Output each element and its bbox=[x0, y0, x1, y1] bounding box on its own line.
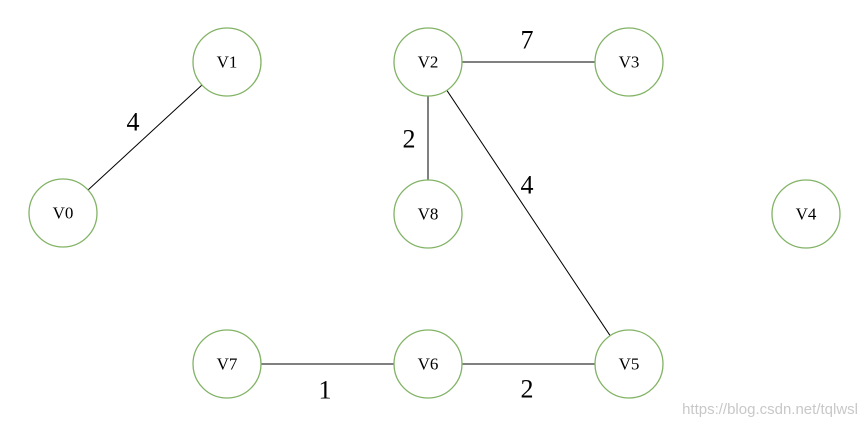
edge-weights-layer: 4 7 2 4 1 2 bbox=[127, 26, 534, 405]
edge-v2-v5 bbox=[446, 90, 611, 336]
node-label-v8: V8 bbox=[418, 205, 439, 224]
node-circle-v2 bbox=[393, 27, 463, 97]
node-v1: V1 bbox=[192, 27, 262, 97]
node-label-v5: V5 bbox=[619, 355, 640, 374]
node-circle-v7 bbox=[192, 329, 262, 399]
node-circle-v8 bbox=[393, 179, 463, 249]
node-v8: V8 bbox=[393, 179, 463, 249]
edge-weight-v2-v3: 7 bbox=[521, 26, 534, 55]
node-circle-v1 bbox=[192, 27, 262, 97]
node-v6: V6 bbox=[393, 329, 463, 399]
node-label-v6: V6 bbox=[418, 355, 439, 374]
node-v7: V7 bbox=[192, 329, 262, 399]
node-circle-v6 bbox=[393, 329, 463, 399]
node-label-v7: V7 bbox=[217, 355, 238, 374]
node-v2: V2 bbox=[393, 27, 463, 97]
edge-weight-v7-v6: 1 bbox=[319, 376, 332, 405]
node-v3: V3 bbox=[594, 27, 664, 97]
node-circle-v4 bbox=[771, 179, 841, 249]
watermark: https://blog.csdn.net/tqlwsl bbox=[682, 401, 858, 418]
edge-weight-v2-v5: 4 bbox=[521, 171, 534, 200]
node-label-v3: V3 bbox=[619, 53, 640, 72]
node-circle-v3 bbox=[594, 27, 664, 97]
edge-weight-v0-v1: 4 bbox=[127, 108, 140, 137]
node-v0: V0 bbox=[28, 178, 98, 248]
node-label-v4: V4 bbox=[796, 205, 817, 224]
edges-layer bbox=[87, 61, 611, 365]
node-v4: V4 bbox=[771, 179, 841, 249]
edge-weight-v6-v5: 2 bbox=[521, 375, 534, 404]
node-label-v2: V2 bbox=[418, 53, 439, 72]
node-circle-v0 bbox=[28, 178, 98, 248]
edge-v0-v1 bbox=[87, 84, 203, 191]
node-label-v0: V0 bbox=[53, 204, 74, 223]
node-v5: V5 bbox=[594, 329, 664, 399]
node-label-v1: V1 bbox=[217, 53, 238, 72]
node-circle-v5 bbox=[594, 329, 664, 399]
edge-weight-v2-v8: 2 bbox=[403, 125, 416, 154]
